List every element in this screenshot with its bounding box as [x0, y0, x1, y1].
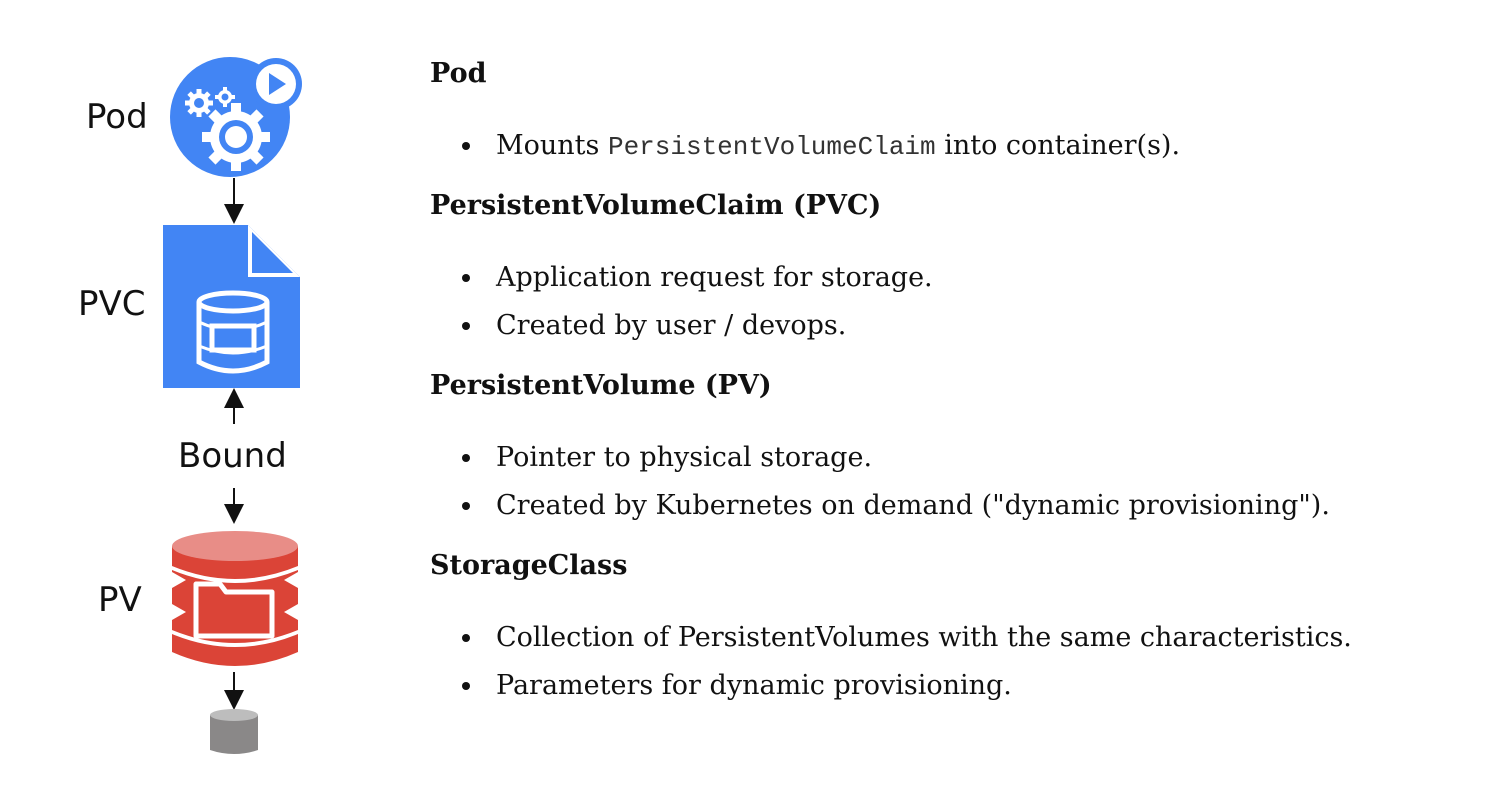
storage-cylinder-icon	[210, 709, 258, 754]
list-item: Mounts PersistentVolumeClaim into contai…	[430, 128, 1470, 176]
list-item: Parameters for dynamic provisioning.	[430, 668, 1470, 716]
bullet-text: into container(s).	[935, 130, 1181, 161]
pod-label: Pod	[86, 97, 148, 137]
list-item: Created by user / devops.	[430, 308, 1470, 356]
bullet-list-storageclass: Collection of PersistentVolumes with the…	[430, 620, 1470, 716]
section-title-pod: Pod	[430, 58, 487, 89]
pod-gears-icon	[170, 57, 302, 177]
section-title-pvc: PersistentVolumeClaim (PVC)	[430, 190, 882, 221]
bullet-list-pvc: Application request for storage. Created…	[430, 260, 1470, 356]
document-database-icon	[163, 225, 300, 388]
pv-label: PV	[98, 580, 142, 620]
list-item: Pointer to physical storage.	[430, 440, 1470, 488]
list-item: Application request for storage.	[430, 260, 1470, 308]
bullet-list-pod: Mounts PersistentVolumeClaim into contai…	[430, 128, 1470, 176]
code-text: PersistentVolumeClaim	[607, 132, 936, 162]
list-item: Created by Kubernetes on demand ("dynami…	[430, 488, 1470, 536]
pvc-label: PVC	[78, 284, 146, 324]
description-panel: Pod Mounts PersistentVolumeClaim into co…	[430, 56, 1470, 716]
bullet-text: Mounts	[496, 130, 608, 161]
database-folder-icon	[172, 531, 298, 666]
list-item: Collection of PersistentVolumes with the…	[430, 620, 1470, 668]
diagram-graphic	[163, 57, 302, 754]
section-title-storageclass: StorageClass	[430, 550, 628, 581]
bound-label: Bound	[178, 436, 287, 476]
section-title-pv: PersistentVolume (PV)	[430, 370, 772, 401]
storage-diagram: Pod PVC Bound PV	[0, 0, 400, 785]
bullet-list-pv: Pointer to physical storage. Created by …	[430, 440, 1470, 536]
